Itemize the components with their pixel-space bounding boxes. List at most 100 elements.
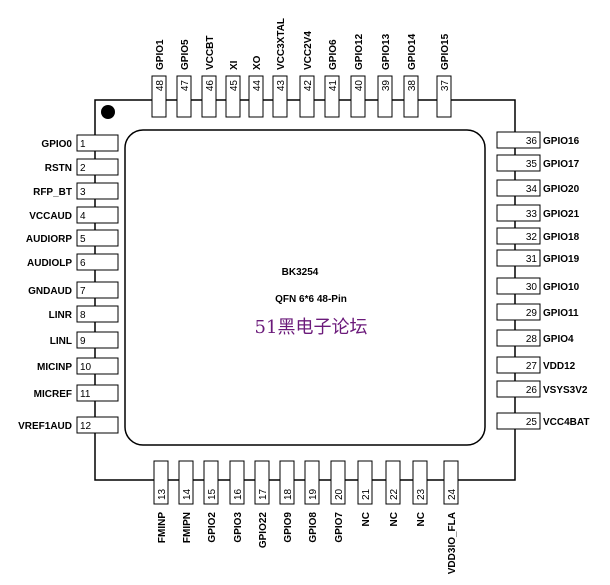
pin-label: LINL: [50, 336, 72, 347]
pin-number: 25: [526, 417, 538, 428]
pin-number: 15: [207, 488, 218, 500]
pin-label: NC: [361, 512, 372, 526]
pin-number: 4: [80, 211, 86, 222]
pin-number: 41: [328, 80, 339, 92]
pin-number: 39: [381, 80, 392, 92]
pin-label: GPIO10: [543, 282, 580, 293]
pin-box: [76, 182, 119, 200]
pin-number: 23: [416, 488, 427, 500]
pin-box: [496, 131, 541, 149]
pin-box: [496, 179, 541, 197]
pin-label: GPIO1: [155, 39, 166, 70]
pin-label: LINR: [49, 310, 73, 321]
pin-label: GPIO11: [543, 308, 579, 319]
pin-label: GPIO9: [283, 512, 294, 543]
pin-number: 19: [308, 488, 319, 500]
pin-box: [76, 416, 119, 434]
pin-number: 18: [283, 488, 294, 500]
pin-box: [272, 75, 288, 118]
pin-box: [496, 412, 541, 430]
chip-part-number: BK3254: [282, 267, 319, 278]
pin-number: 2: [80, 163, 86, 174]
pin-box: [496, 204, 541, 222]
pin-box: [76, 281, 119, 299]
pin-label: VSYS3V2: [543, 385, 588, 396]
pin-number: 13: [157, 488, 168, 500]
pin-box: [178, 460, 194, 505]
pin-label: GPIO5: [180, 39, 191, 70]
pin-label: GPIO18: [543, 232, 580, 243]
watermark-text: 51黑电子论坛: [255, 317, 368, 338]
pin-number: 21: [361, 488, 372, 500]
pin-number: 45: [229, 80, 240, 92]
pin-label: GNDAUD: [28, 286, 72, 297]
pin-number: 24: [447, 488, 458, 500]
pin-number: 20: [334, 488, 345, 500]
pin-box: [350, 75, 366, 118]
pin-box: [76, 253, 119, 271]
pin-label: GPIO4: [543, 334, 574, 345]
pin-box: [176, 75, 192, 118]
pin-box: [496, 356, 541, 374]
pin-label: MICREF: [34, 389, 72, 400]
pin-box: [357, 460, 373, 505]
pin-number: 40: [354, 80, 365, 92]
pin-box: [76, 305, 119, 323]
pin-number: 11: [80, 389, 91, 400]
pin-number: 26: [526, 385, 538, 396]
pin-number: 33: [526, 209, 538, 220]
pin-box: [496, 249, 541, 267]
pin-box: [254, 460, 270, 505]
pin-label: VCC2V4: [303, 31, 314, 70]
pin-label: GPIO15: [440, 33, 451, 70]
pin-label: VCC4BAT: [543, 417, 589, 428]
pin-box: [203, 460, 219, 505]
pin-number: 37: [440, 80, 451, 92]
pin-label: VDD3IO_FLA: [447, 512, 458, 574]
pin-number: 46: [205, 80, 216, 92]
pin-label: GPIO21: [543, 209, 580, 220]
pin-label: GPIO8: [308, 512, 319, 543]
pin-box: [443, 460, 459, 505]
pin-label: NC: [416, 512, 427, 526]
pin-number: 30: [526, 282, 538, 293]
pin-number: 6: [80, 258, 86, 269]
pin-label: VCCAUD: [29, 211, 72, 222]
die-outline: [124, 129, 486, 446]
pin-label: GPIO19: [543, 254, 580, 265]
pin-box: [76, 134, 119, 152]
pin-box: [377, 75, 393, 118]
pin-label: GPIO13: [381, 33, 392, 70]
pin-number: 44: [252, 80, 263, 92]
pin-box: [76, 384, 119, 402]
pin-number: 1: [80, 139, 86, 150]
pin-label: VCCBT: [205, 36, 216, 70]
pin-label: GPIO0: [41, 139, 72, 150]
pin-box: [229, 460, 245, 505]
pin-box: [385, 460, 401, 505]
pin-label: GPIO3: [233, 512, 244, 543]
pin-box: [324, 75, 340, 118]
pin-label: XO: [252, 55, 263, 70]
pin-number: 10: [80, 362, 92, 373]
pin-box: [330, 460, 346, 505]
pin-box: [225, 75, 241, 118]
pin-box: [496, 329, 541, 347]
pin-box: [496, 303, 541, 321]
pin-number: 35: [526, 159, 538, 170]
pin-number: 42: [303, 80, 314, 92]
pin-label: RSTN: [45, 163, 72, 174]
pin-label: GPIO22: [258, 512, 269, 549]
pin-number: 5: [80, 234, 86, 245]
pin-box: [496, 380, 541, 398]
pin1-marker-dot: [101, 105, 115, 119]
pin-box: [76, 229, 119, 247]
pin-label: AUDIORP: [26, 234, 72, 245]
pin-number: 9: [80, 336, 86, 347]
pin-number: 32: [526, 232, 538, 243]
pin-box: [496, 277, 541, 295]
pin-number: 14: [182, 488, 193, 500]
pin-label: VCC3XTAL: [276, 18, 287, 70]
pin-number: 38: [407, 80, 418, 92]
